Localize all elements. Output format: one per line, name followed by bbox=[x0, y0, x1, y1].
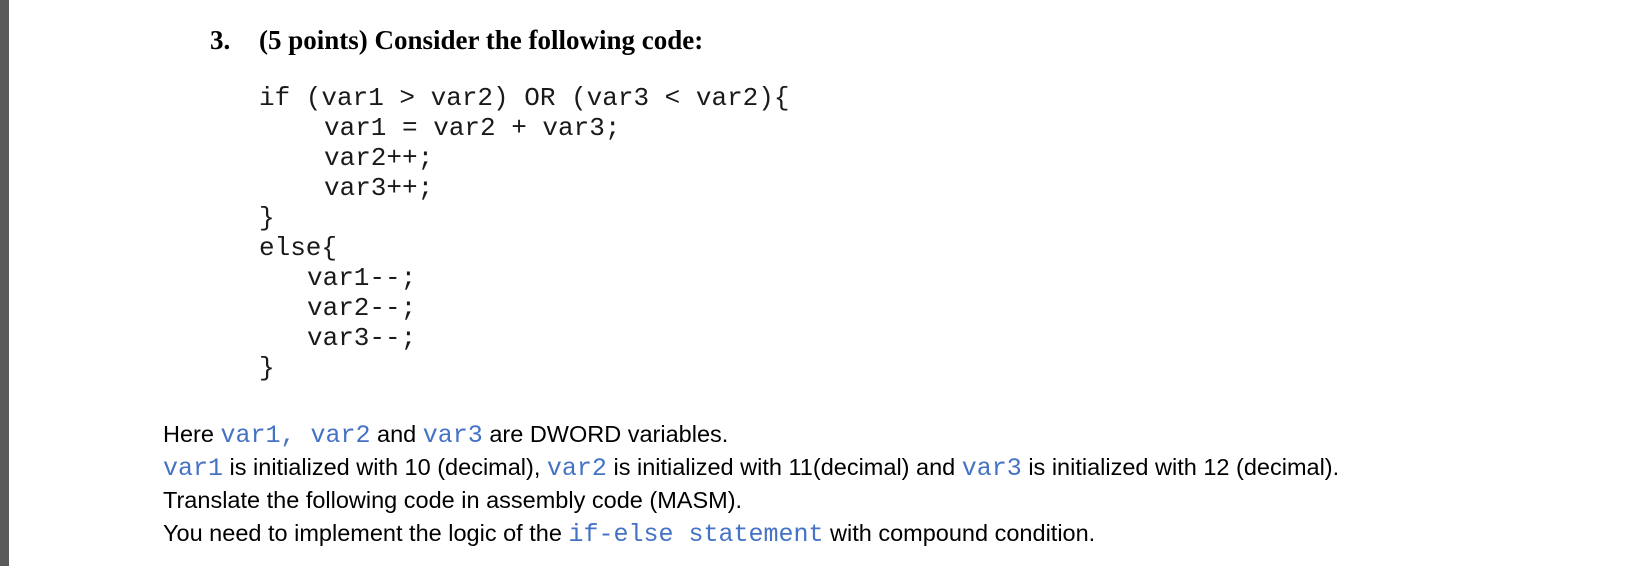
inline-code: var3 bbox=[961, 454, 1022, 483]
paragraph-implement: You need to implement the logic of the i… bbox=[163, 518, 1095, 550]
text: You need to implement the logic of the bbox=[163, 520, 569, 546]
code-line: var3++; bbox=[324, 173, 434, 203]
inline-code: var3 bbox=[422, 421, 483, 450]
inline-code: var2 bbox=[546, 454, 607, 483]
text: is initialized with 12 (decimal). bbox=[1021, 454, 1340, 480]
paragraph-translate: Translate the following code in assembly… bbox=[163, 485, 742, 515]
text: and bbox=[370, 421, 423, 447]
code-line: var2++; bbox=[324, 143, 434, 173]
code-line: else{ bbox=[259, 233, 338, 263]
question-header: (5 points) Consider the following code: bbox=[259, 25, 704, 55]
text: with compound condition. bbox=[823, 520, 1096, 546]
paragraph-variables: Here var1, var2 and var3 are DWORD varia… bbox=[163, 419, 728, 451]
inline-code: var1, var2 bbox=[220, 421, 371, 450]
code-line: } bbox=[259, 353, 275, 383]
code-line: } bbox=[259, 203, 275, 233]
inline-code: var1 bbox=[163, 454, 224, 483]
code-line: var2--; bbox=[307, 293, 417, 323]
text: is initialized with 10 (decimal), bbox=[223, 454, 547, 480]
inline-code: if-else statement bbox=[568, 520, 824, 549]
text: Translate the following code in assembly… bbox=[163, 487, 743, 513]
code-line: var1 = var2 + var3; bbox=[324, 113, 621, 143]
text: are DWORD variables. bbox=[482, 421, 729, 447]
code-line: var3--; bbox=[307, 323, 417, 353]
code-line: var1--; bbox=[307, 263, 417, 293]
paragraph-initialization: var1 is initialized with 10 (decimal), v… bbox=[163, 452, 1339, 484]
question-number: 3. bbox=[210, 25, 231, 55]
window-left-edge bbox=[0, 0, 9, 566]
text: Here bbox=[163, 421, 221, 447]
code-line: if (var1 > var2) OR (var3 < var2){ bbox=[259, 83, 790, 113]
text: is initialized with 11(decimal) and bbox=[606, 454, 962, 480]
